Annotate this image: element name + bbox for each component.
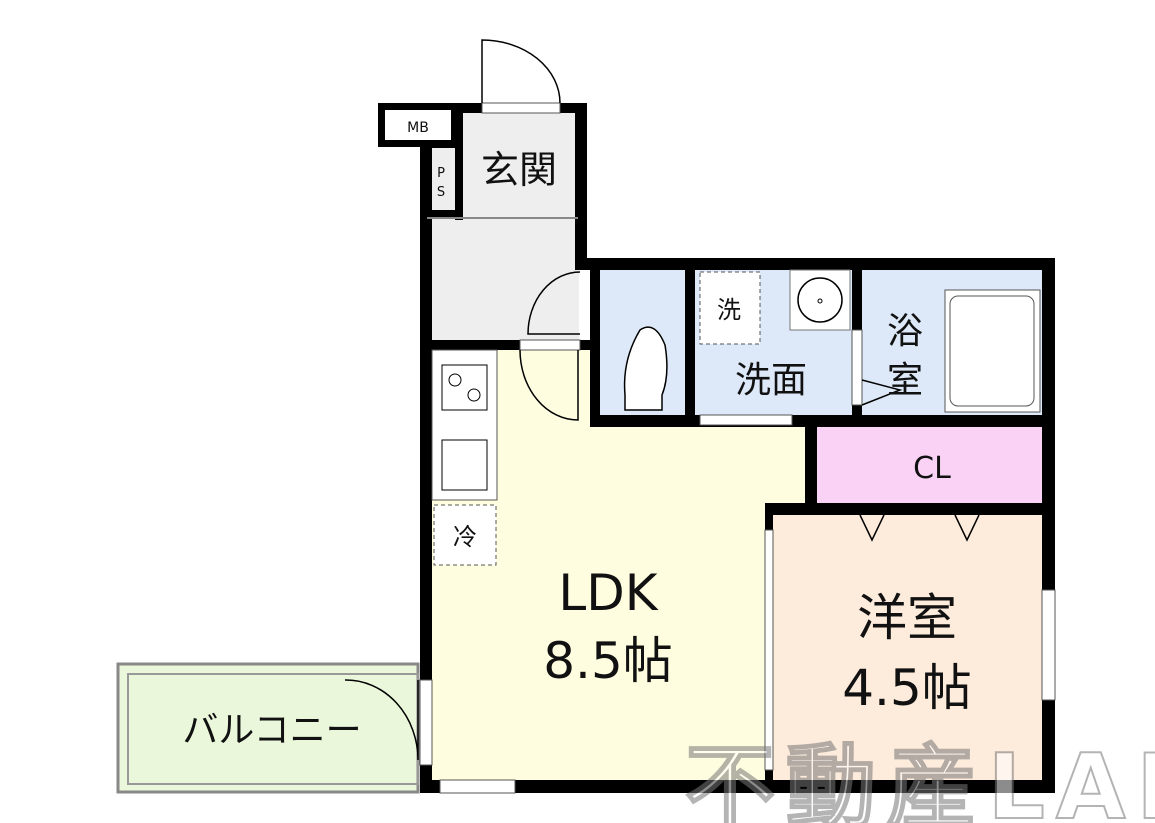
stove-icon — [441, 364, 488, 411]
closet-floor — [815, 425, 1045, 507]
fridge-label: 冷 — [453, 523, 477, 551]
ps-label-p: P — [437, 166, 445, 181]
balcony-label: バルコニー — [182, 710, 361, 751]
watermark: 不動産LAB — [685, 735, 1155, 823]
washroom-label: 洗面 — [735, 360, 807, 401]
bathroom-label-1: 浴 — [887, 311, 923, 352]
ldk-size-label: 8.5帖 — [543, 632, 673, 690]
sink-icon — [441, 439, 488, 491]
ps-label-s: S — [437, 185, 445, 200]
washer-space — [699, 271, 761, 345]
washer-label: 洗 — [717, 296, 741, 324]
fridge-space — [433, 504, 497, 566]
ldk-name-label: LDK — [558, 564, 658, 622]
entrance-floor — [427, 110, 579, 342]
bathroom-label-2: 室 — [887, 360, 923, 401]
western-size-label: 4.5帖 — [842, 659, 972, 717]
closet-label: CL — [913, 451, 951, 486]
ldk-floor — [432, 345, 810, 782]
western-name-label: 洋室 — [857, 589, 957, 647]
mb-label: MB — [407, 120, 429, 136]
door-swings — [344, 39, 980, 761]
genkan-label: 玄関 — [481, 148, 557, 192]
toilet-icon — [623, 326, 668, 411]
western-room-floor — [770, 512, 1045, 782]
